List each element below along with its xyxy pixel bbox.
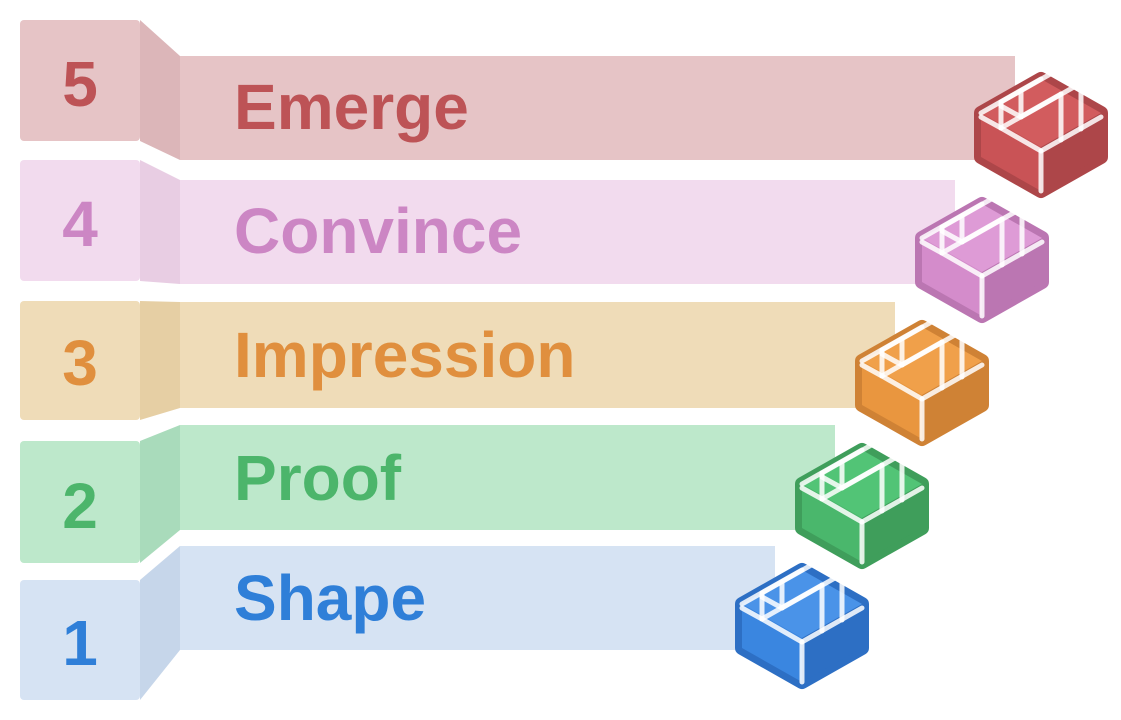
step-1: 1 Shape	[20, 546, 775, 700]
stairs-icon-line	[978, 114, 1004, 131]
step-3: 3 Impression	[20, 301, 895, 420]
stairs-icon-line	[859, 485, 925, 525]
step-band	[180, 546, 775, 650]
step-number: 1	[62, 607, 98, 679]
stairs-icon	[735, 556, 869, 689]
stairs-icon-line	[998, 125, 1044, 154]
stairs-icon-line	[939, 228, 965, 245]
stairs-icon-front	[862, 361, 922, 439]
step-label: Convince	[234, 195, 522, 267]
step-label: Proof	[234, 442, 402, 514]
stairs-icon-line	[739, 605, 765, 622]
stairs-icon-front	[981, 113, 1041, 191]
step-label: Shape	[234, 562, 426, 634]
stairs-icon-side	[982, 238, 1042, 316]
stairs-icon-line	[759, 594, 785, 611]
stairs-icon	[915, 190, 1049, 323]
stairs-icon-line	[919, 362, 985, 402]
stairs-icon-line	[979, 239, 1045, 279]
step-band	[180, 302, 895, 408]
step-5: 5 Emerge	[20, 20, 1015, 160]
step-label: Emerge	[234, 71, 469, 143]
stairs-icon-line	[919, 201, 985, 241]
stairs-icon-line	[819, 496, 865, 525]
stairs-icon-front	[922, 238, 982, 316]
stairs-icon-front	[802, 484, 862, 562]
stairs-icon-line	[839, 451, 905, 491]
stairs-icon-line	[899, 328, 965, 368]
stairs-icon-line	[819, 474, 845, 491]
step-number: 5	[62, 48, 98, 120]
step-connector	[140, 546, 180, 700]
stairs-icon-line	[739, 567, 805, 607]
step-band	[180, 180, 955, 284]
step-connector	[140, 160, 180, 284]
stairs-icon-side	[862, 484, 922, 562]
step-4: 4 Convince	[20, 160, 955, 284]
stairs-icon-line	[978, 76, 1044, 116]
stairs-icon-line	[799, 447, 865, 487]
step-connector	[140, 301, 180, 420]
stairs-icon	[795, 436, 929, 569]
stairs-icon-line	[939, 250, 985, 279]
steps-layer: 1 Shape 2 Proof 3 Impression 4 Convince 5 Emerge	[20, 20, 1108, 700]
stairs-icon-line	[1038, 114, 1104, 154]
step-number-tab	[20, 20, 140, 141]
step-number: 2	[62, 470, 98, 542]
stairs-icon-line	[879, 373, 925, 402]
step-band	[180, 56, 1015, 160]
stairs-icon-line	[998, 103, 1024, 120]
step-label: Impression	[234, 319, 575, 391]
stairs-icon-line	[779, 571, 845, 611]
stairs-icon	[974, 65, 1108, 198]
stairs-icon-line	[919, 239, 945, 256]
stairs-icon-side	[802, 604, 862, 682]
stairs-icon-front	[742, 604, 802, 682]
step-connector	[140, 425, 180, 563]
step-number: 3	[62, 327, 98, 399]
step-number-tab	[20, 160, 140, 281]
stairs-icon-line	[799, 605, 865, 645]
step-number: 4	[62, 188, 98, 260]
stairs-icon-side	[922, 361, 982, 439]
stairs-icon-line	[759, 616, 805, 645]
stairs-icon-line	[859, 362, 885, 379]
stairs-icon	[855, 313, 989, 446]
stairs-icon-line	[959, 205, 1025, 245]
stairs-icon-line	[879, 351, 905, 368]
stairs-icon-line	[859, 324, 925, 364]
stairs-icon-side	[1041, 113, 1101, 191]
stairs-icon-line	[799, 485, 825, 502]
step-number-tab	[20, 301, 140, 420]
step-number-tab	[20, 580, 140, 700]
step-number-tab	[20, 441, 140, 563]
step-2: 2 Proof	[20, 425, 835, 563]
stairs-icon-line	[1018, 80, 1084, 120]
step-band	[180, 425, 835, 530]
step-connector	[140, 20, 180, 160]
